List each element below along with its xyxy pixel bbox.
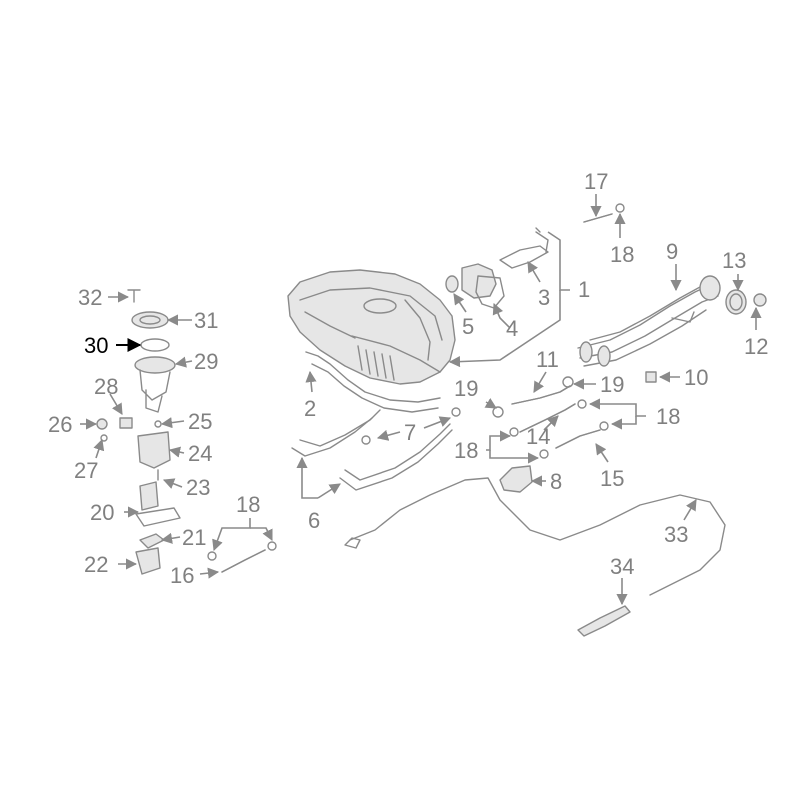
callout-20: 20 — [90, 500, 114, 525]
callout-31: 31 — [194, 308, 218, 333]
callout-8: 8 — [550, 469, 562, 494]
callout-28: 28 — [94, 374, 118, 399]
callout-18-left: 18 — [236, 492, 260, 517]
callout-19-left: 19 — [454, 376, 478, 401]
callout-leaders — [80, 194, 762, 606]
callout-22: 22 — [84, 552, 108, 577]
callout-6: 6 — [308, 508, 320, 533]
callout-labels: 1 2 3 4 5 6 7 8 9 10 11 12 13 14 15 16 1… — [48, 169, 768, 588]
callout-12: 12 — [744, 334, 768, 359]
o-ring-30-part[interactable] — [140, 338, 170, 352]
callout-2: 2 — [304, 396, 316, 421]
callout-9: 9 — [666, 239, 678, 264]
callout-24: 24 — [188, 441, 212, 466]
pump-parts-left-part[interactable] — [96, 417, 181, 575]
callout-33: 33 — [664, 522, 688, 547]
fuel-cap-part[interactable] — [725, 289, 747, 315]
callout-13: 13 — [722, 248, 746, 273]
release-cable-part[interactable] — [344, 477, 726, 637]
callout-21: 21 — [182, 525, 206, 550]
callout-29: 29 — [194, 349, 218, 374]
callout-16: 16 — [170, 563, 194, 588]
callout-18-right: 18 — [656, 404, 680, 429]
callout-15: 15 — [600, 466, 624, 491]
cap-clip-part[interactable] — [753, 293, 767, 307]
callout-32: 32 — [78, 285, 102, 310]
callout-14: 14 — [526, 424, 550, 449]
callout-30-highlighted: 30 — [84, 333, 108, 358]
callout-1: 1 — [578, 277, 590, 302]
callout-7: 7 — [404, 420, 416, 445]
hoses-part[interactable] — [221, 213, 613, 573]
callout-18-top: 18 — [610, 242, 634, 267]
pump-bracket-29-part[interactable] — [134, 356, 176, 413]
callout-11: 11 — [536, 347, 559, 372]
callout-18-mid: 18 — [454, 438, 478, 463]
filler-neck-part[interactable] — [577, 275, 721, 367]
callout-23: 23 — [186, 475, 210, 500]
fuel-tank-part[interactable] — [287, 269, 456, 385]
screw-32-part[interactable] — [127, 289, 141, 303]
canister-bracket-part[interactable] — [499, 465, 533, 493]
callout-26: 26 — [48, 412, 72, 437]
sender-unit-part[interactable] — [445, 227, 549, 309]
callout-3: 3 — [538, 285, 550, 310]
callout-27: 27 — [74, 458, 98, 483]
callout-5: 5 — [462, 314, 474, 339]
callout-34: 34 — [610, 554, 634, 579]
tank-band-part[interactable] — [291, 351, 461, 491]
gasket-31-part[interactable] — [131, 311, 169, 329]
callout-4: 4 — [506, 316, 518, 341]
callout-17: 17 — [584, 169, 608, 194]
callout-25: 25 — [188, 409, 212, 434]
callout-19-right: 19 — [600, 372, 624, 397]
callout-10: 10 — [684, 365, 708, 390]
hose-clamps-part[interactable] — [207, 203, 657, 561]
